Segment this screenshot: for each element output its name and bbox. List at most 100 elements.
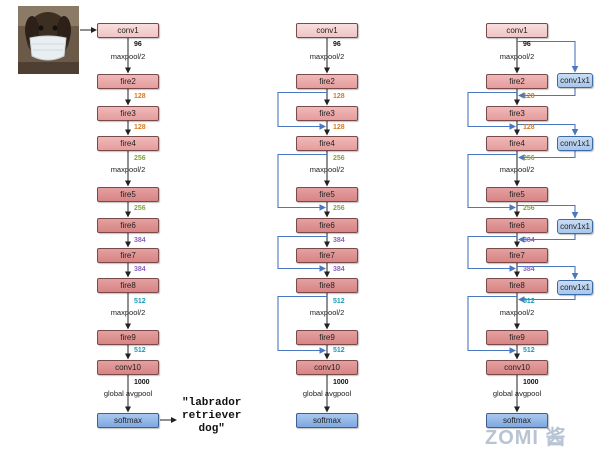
channel-count: 96 bbox=[134, 41, 142, 48]
layer-fire5: fire5 bbox=[486, 186, 548, 202]
channel-count: 512 bbox=[333, 298, 345, 305]
bypass-connection bbox=[467, 235, 517, 272]
pool-label: maxpool/2 bbox=[499, 165, 535, 174]
layer-fire8: fire8 bbox=[296, 277, 358, 293]
bypass-connection bbox=[467, 91, 517, 130]
bypass-connection bbox=[277, 295, 327, 354]
pool-label: maxpool/2 bbox=[110, 165, 146, 174]
bypass-connection bbox=[277, 153, 327, 211]
channel-count: 128 bbox=[333, 93, 345, 100]
conv1x1-out bbox=[517, 87, 576, 99]
channel-count: 256 bbox=[523, 155, 535, 162]
layer-fire9: fire9 bbox=[486, 329, 548, 345]
pool-label: maxpool/2 bbox=[110, 308, 146, 317]
layer-fire8: fire8 bbox=[486, 277, 548, 293]
layer-fire6: fire6 bbox=[486, 217, 548, 233]
channel-count: 128 bbox=[134, 124, 146, 131]
layer-fire7: fire7 bbox=[97, 247, 159, 263]
layer-conv10: conv10 bbox=[486, 359, 548, 375]
channel-count: 1000 bbox=[333, 379, 349, 386]
channel-count: 384 bbox=[333, 237, 345, 244]
layer-fire4: fire4 bbox=[296, 135, 358, 151]
pool-label: maxpool/2 bbox=[110, 52, 146, 61]
channel-count: 512 bbox=[333, 347, 345, 354]
channel-count: 128 bbox=[523, 124, 535, 131]
pool-label: global avgpool bbox=[103, 389, 153, 398]
layer-fire6: fire6 bbox=[296, 217, 358, 233]
channel-count: 256 bbox=[523, 205, 535, 212]
conv1x1-out bbox=[517, 150, 576, 161]
pool-label: maxpool/2 bbox=[309, 52, 345, 61]
channel-count: 128 bbox=[134, 93, 146, 100]
layer-conv10: conv10 bbox=[97, 359, 159, 375]
layer-conv10: conv10 bbox=[296, 359, 358, 375]
dog-photo bbox=[18, 6, 79, 74]
channel-count: 384 bbox=[134, 237, 146, 244]
channel-count: 256 bbox=[333, 155, 345, 162]
channel-count: 96 bbox=[333, 41, 341, 48]
channel-count: 512 bbox=[134, 298, 146, 305]
bypass-connection bbox=[277, 91, 327, 130]
channel-count: 512 bbox=[523, 347, 535, 354]
layer-fire4: fire4 bbox=[97, 135, 159, 151]
channel-count: 384 bbox=[523, 237, 535, 244]
channel-count: 1000 bbox=[523, 379, 539, 386]
layer-fire9: fire9 bbox=[97, 329, 159, 345]
conv1x1-box: conv1x1 bbox=[557, 218, 593, 234]
layer-fire3: fire3 bbox=[97, 105, 159, 121]
pool-label: maxpool/2 bbox=[499, 308, 535, 317]
layer-softmax: softmax bbox=[97, 412, 159, 428]
conv1x1-in bbox=[517, 123, 579, 136]
bypass-connection bbox=[467, 295, 517, 354]
bypass-connection bbox=[277, 235, 327, 272]
channel-count: 256 bbox=[134, 155, 146, 162]
conv1x1-in bbox=[517, 265, 579, 280]
layer-fire3: fire3 bbox=[296, 105, 358, 121]
pool-label: global avgpool bbox=[302, 389, 352, 398]
layer-fire2: fire2 bbox=[296, 73, 358, 89]
layer-fire6: fire6 bbox=[97, 217, 159, 233]
channel-count: 384 bbox=[523, 266, 535, 273]
layer-fire2: fire2 bbox=[97, 73, 159, 89]
channel-count: 256 bbox=[333, 205, 345, 212]
channel-count: 96 bbox=[523, 41, 531, 48]
pool-label: maxpool/2 bbox=[309, 165, 345, 174]
bypass-connection bbox=[467, 153, 517, 211]
pool-label: global avgpool bbox=[492, 389, 542, 398]
channel-count: 256 bbox=[134, 205, 146, 212]
channel-count: 1000 bbox=[134, 379, 150, 386]
layer-conv1: conv1 bbox=[97, 22, 159, 38]
layer-fire5: fire5 bbox=[97, 186, 159, 202]
conv1x1-out bbox=[517, 294, 576, 303]
layer-conv1: conv1 bbox=[296, 22, 358, 38]
channel-count: 128 bbox=[333, 124, 345, 131]
layer-fire9: fire9 bbox=[296, 329, 358, 345]
layer-conv1: conv1 bbox=[486, 22, 548, 38]
layer-softmax: softmax bbox=[486, 412, 548, 428]
pool-label: maxpool/2 bbox=[309, 308, 345, 317]
pool-label: maxpool/2 bbox=[499, 52, 535, 61]
conv1x1-in bbox=[517, 204, 579, 219]
layer-fire4: fire4 bbox=[486, 135, 548, 151]
channel-count: 512 bbox=[523, 298, 535, 305]
conv1x1-in bbox=[517, 40, 579, 73]
output-prediction: "labrador retriever dog" bbox=[182, 397, 242, 435]
layer-softmax: softmax bbox=[296, 412, 358, 428]
channel-count: 128 bbox=[523, 93, 535, 100]
channel-count: 384 bbox=[134, 266, 146, 273]
channel-count: 512 bbox=[134, 347, 146, 354]
layer-fire3: fire3 bbox=[486, 105, 548, 121]
layer-fire5: fire5 bbox=[296, 186, 358, 202]
conv1x1-out bbox=[517, 233, 576, 243]
layer-fire7: fire7 bbox=[296, 247, 358, 263]
watermark: ZOMI 酱 bbox=[485, 427, 567, 449]
channel-count: 384 bbox=[333, 266, 345, 273]
layer-fire7: fire7 bbox=[486, 247, 548, 263]
layer-fire2: fire2 bbox=[486, 73, 548, 89]
conv1x1-box: conv1x1 bbox=[557, 72, 593, 88]
conv1x1-box: conv1x1 bbox=[557, 279, 593, 295]
layer-fire8: fire8 bbox=[97, 277, 159, 293]
conv1x1-box: conv1x1 bbox=[557, 135, 593, 151]
